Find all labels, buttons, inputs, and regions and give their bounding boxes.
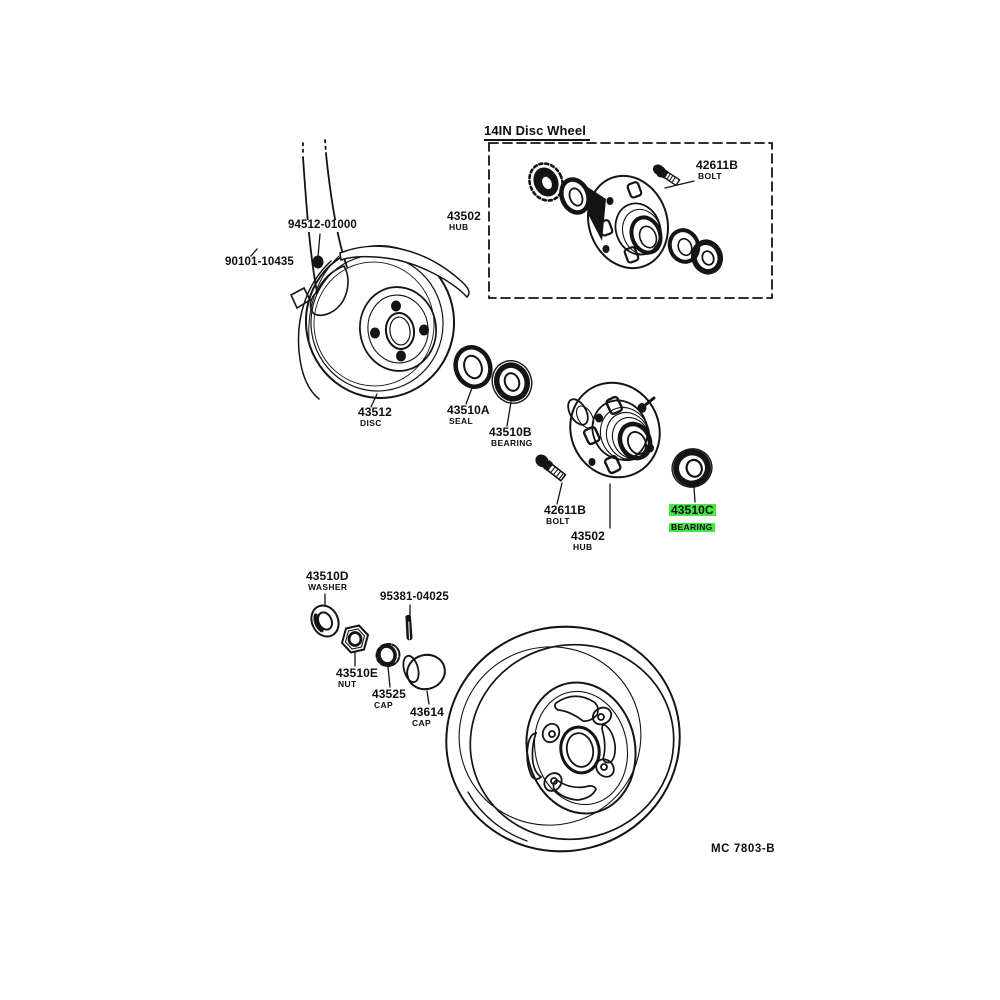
part-number: 42611B (544, 503, 586, 517)
nut-drawing (340, 624, 370, 654)
part-label-43510e: 43510E NUT (336, 667, 378, 689)
part-number: 43502 (571, 529, 605, 543)
part-number: 43510D (306, 569, 349, 583)
part-number: 43510C (669, 503, 716, 517)
part-label-42611b-inset: 42611B BOLT (696, 159, 738, 181)
part-number: 43510A (447, 403, 490, 417)
part-label-43510d: 43510D WASHER (306, 570, 349, 592)
part-number: 43512 (358, 405, 392, 419)
part-number: 42611B (696, 158, 738, 172)
part-number: 43614 (410, 705, 444, 719)
hub-drawing (567, 381, 661, 479)
part-name: HUB (449, 222, 469, 233)
part-label-43502-main: 43502 HUB (571, 530, 605, 552)
bearing-b-drawing (491, 360, 533, 404)
part-name: BEARING (491, 438, 533, 449)
part-label-94512-01000: 94512-01000 (287, 219, 358, 232)
washer-drawing (310, 604, 340, 638)
part-name: SEAL (449, 416, 474, 427)
part-label-43614: 43614 CAP (410, 706, 444, 728)
seal-drawing (453, 345, 493, 389)
part-name: NUT (338, 679, 357, 690)
bearing-c-drawing (671, 448, 713, 488)
part-label-43510b: 43510B BEARING (489, 426, 533, 448)
part-name: HUB (573, 542, 593, 553)
part-name: WASHER (308, 582, 348, 593)
part-label-43510a: 43510A SEAL (447, 404, 490, 426)
disc-drawing (304, 245, 470, 399)
part-number: 43510B (489, 425, 532, 439)
part-label-43525: 43525 CAP (372, 688, 406, 710)
part-label-43510c-highlighted: 43510C BEARING (669, 502, 716, 535)
wheel-drawing (445, 625, 681, 853)
cotter-pin-drawing (405, 614, 413, 641)
leader-lines (250, 180, 696, 705)
part-label-95381-04025: 95381-04025 (379, 591, 450, 604)
part-number: 43502 (447, 209, 481, 223)
part-label-43502-inset: 43502 HUB (447, 210, 481, 232)
part-number: 43510E (336, 666, 378, 680)
strut-knuckle-drawing (289, 139, 349, 400)
part-name: BEARING (669, 522, 715, 533)
part-label-42611b-main: 42611B BOLT (544, 504, 586, 526)
bolt-drawing-main (535, 454, 567, 482)
inset-hub-drawing (528, 162, 723, 275)
part-name: CAP (374, 700, 393, 711)
part-label-43512: 43512 DISC (358, 406, 392, 428)
part-name: DISC (360, 418, 382, 429)
cap-large-drawing (402, 653, 446, 691)
part-label-90101-10435: 90101-10435 (224, 256, 295, 269)
inset-box (488, 142, 773, 299)
part-number: 43525 (372, 687, 406, 701)
part-name: BOLT (546, 516, 570, 527)
cap-small-drawing (375, 642, 401, 668)
inset-title: 14IN Disc Wheel (484, 123, 590, 141)
drawing-code: MC 7803-B (711, 843, 776, 855)
part-name: BOLT (698, 171, 722, 182)
part-name: CAP (412, 718, 431, 729)
